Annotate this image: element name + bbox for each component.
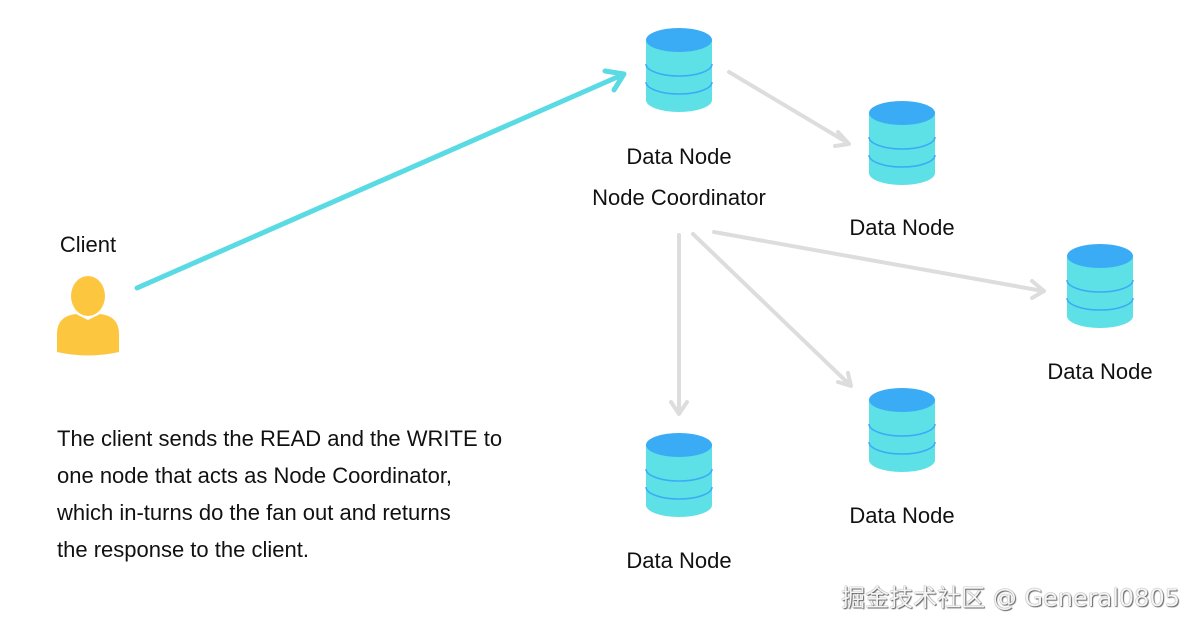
database-icon	[868, 100, 936, 186]
data-node-label: Data Node	[1047, 359, 1153, 384]
client-to-coordinator-arrow	[134, 68, 627, 291]
fanout-arrow-right	[712, 230, 1046, 300]
fanout-arrow-down	[669, 233, 689, 416]
data-node-label: Data Node	[849, 503, 955, 528]
description-line: the response to the client.	[57, 537, 309, 562]
database-icon	[868, 387, 936, 473]
database-icon	[1066, 243, 1134, 329]
description-line: which in-turns do the fan out and return…	[57, 500, 451, 525]
database-icon	[645, 432, 713, 518]
data-node-label: Data Node	[626, 548, 732, 573]
watermark: 掘金技术社区 @ General0805	[841, 584, 1180, 612]
data-node-label: Data Node	[849, 215, 955, 240]
fanout-arrow-top-right	[727, 70, 851, 148]
description-line: The client sends the READ and the WRITE …	[57, 426, 503, 451]
coordinator-label: Data Node	[626, 144, 732, 169]
user-icon	[57, 276, 119, 356]
client-label: Client	[59, 232, 117, 257]
description-line: one node that acts as Node Coordinator,	[57, 463, 453, 488]
fanout-arrow-down-right	[691, 232, 853, 388]
description-text: The client sends the READ and the WRITE …	[57, 420, 502, 568]
coordinator-role-label: Node Coordinator	[592, 185, 766, 210]
coordinator-database-icon	[645, 27, 713, 113]
